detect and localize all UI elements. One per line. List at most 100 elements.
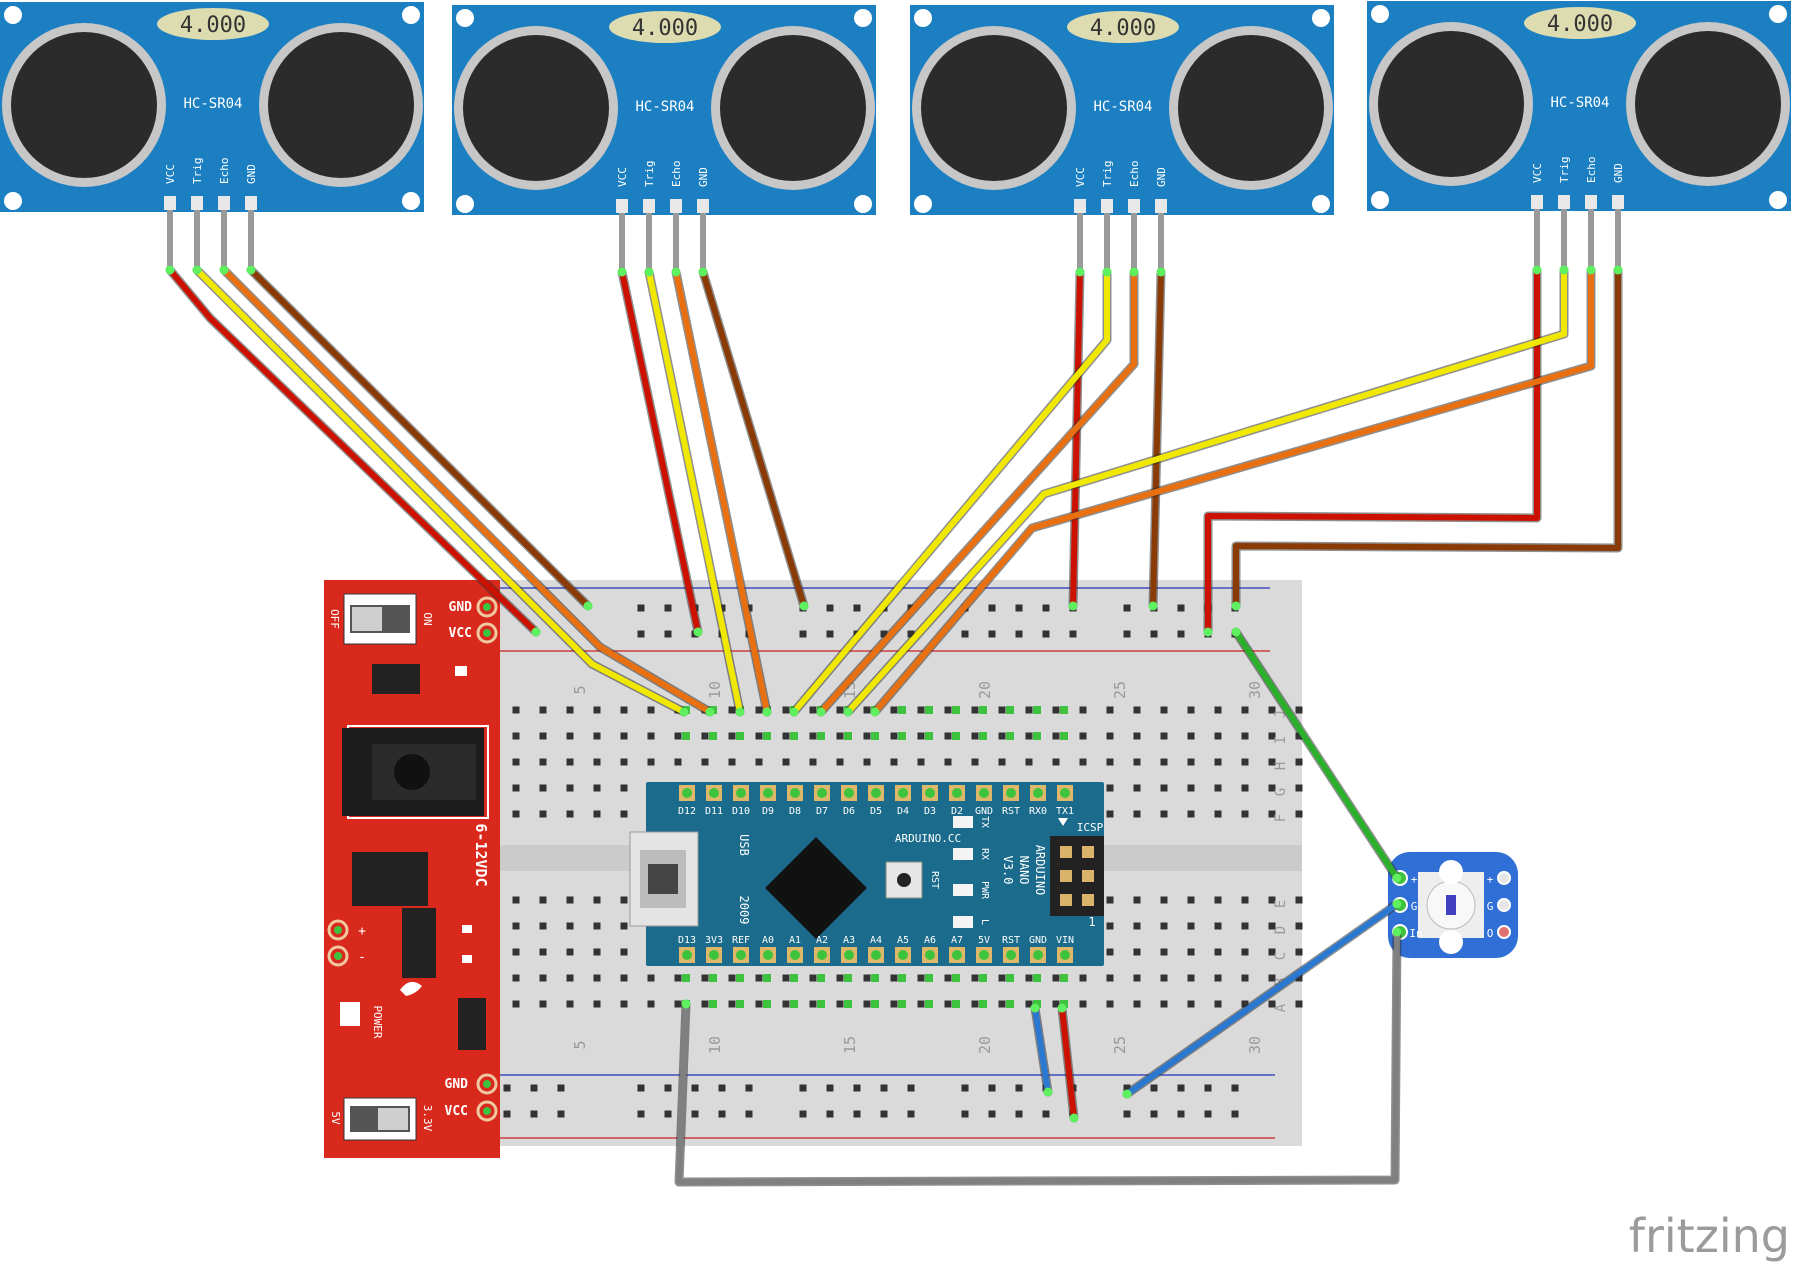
wire-endpoint[interactable] [1068,601,1078,611]
wire-endpoint[interactable] [870,707,880,717]
breadboard-hole-connected[interactable] [844,1000,852,1008]
breadboard-hole[interactable] [998,1000,1006,1008]
reset-button-cap[interactable] [897,873,911,887]
breadboard-hole[interactable] [728,974,736,982]
breadboard-hole[interactable] [890,732,898,740]
rail-hole[interactable] [907,630,915,638]
led-gnd-out-pin[interactable] [1497,898,1511,912]
wire[interactable] [1124,901,1400,1097]
breadboard-hole[interactable] [917,706,925,714]
breadboard-hole[interactable] [1160,758,1168,766]
breadboard-hole-connected[interactable] [736,732,744,740]
breadboard-hole[interactable] [593,974,601,982]
breadboard-hole[interactable] [1187,810,1195,818]
breadboard-hole-connected[interactable] [871,1000,879,1008]
rail-hole[interactable] [1204,1084,1212,1092]
breadboard-hole[interactable] [674,758,682,766]
sensor-pin-pad[interactable] [697,199,709,213]
breadboard-hole[interactable] [620,1000,628,1008]
breadboard-hole[interactable] [863,1000,871,1008]
breadboard-hole[interactable] [836,1000,844,1008]
breadboard-hole-connected[interactable] [790,732,798,740]
breadboard-hole-connected[interactable] [844,732,852,740]
rail-hole[interactable] [530,1084,538,1092]
breadboard-hole[interactable] [1106,706,1114,714]
breadboard-hole[interactable] [944,706,952,714]
breadboard-hole[interactable] [971,706,979,714]
rail-hole[interactable] [637,630,645,638]
breadboard-hole[interactable] [512,948,520,956]
breadboard-hole[interactable] [512,974,520,982]
breadboard-hole[interactable] [1295,948,1303,956]
top-vcc-pin[interactable] [476,622,498,644]
breadboard-hole-connected[interactable] [763,732,771,740]
breadboard-hole[interactable] [1268,896,1276,904]
wire-endpoint[interactable] [735,707,745,717]
rail-hole[interactable] [961,630,969,638]
breadboard-hole[interactable] [1187,758,1195,766]
wire-endpoint[interactable] [219,265,229,275]
breadboard-hole[interactable] [1268,758,1276,766]
breadboard-hole[interactable] [512,896,520,904]
breadboard-hole[interactable] [620,732,628,740]
breadboard-hole[interactable] [593,758,601,766]
breadboard-hole[interactable] [674,732,682,740]
wire-endpoint[interactable] [789,707,799,717]
breadboard-hole[interactable] [755,974,763,982]
wire[interactable] [872,267,1594,715]
rail-hole[interactable] [1123,1110,1131,1118]
wire-endpoint[interactable] [843,707,853,717]
breadboard-hole-connected[interactable] [898,1000,906,1008]
icsp-pin[interactable] [1060,894,1072,906]
rail-hole[interactable] [1177,630,1185,638]
rail-hole[interactable] [664,604,672,612]
breadboard-hole[interactable] [620,706,628,714]
breadboard-hole[interactable] [512,758,520,766]
breadboard-hole[interactable] [1106,896,1114,904]
sensor-pin-pad[interactable] [1074,199,1086,213]
breadboard-hole[interactable] [1268,922,1276,930]
breadboard-hole[interactable] [755,732,763,740]
rail-hole[interactable] [880,630,888,638]
rail-hole[interactable] [691,1084,699,1092]
breadboard-hole[interactable] [512,706,520,714]
breadboard-hole[interactable] [1268,974,1276,982]
breadboard-hole[interactable] [1133,706,1141,714]
rail-hole[interactable] [988,604,996,612]
breadboard-hole-connected[interactable] [1060,732,1068,740]
breadboard-hole[interactable] [863,732,871,740]
breadboard-hole-connected[interactable] [898,974,906,982]
breadboard-hole[interactable] [539,784,547,792]
wire-endpoint[interactable] [1532,265,1542,275]
breadboard-hole[interactable] [1241,948,1249,956]
breadboard-hole-connected[interactable] [790,974,798,982]
rail-hole[interactable] [530,1110,538,1118]
breadboard-hole[interactable] [782,1000,790,1008]
breadboard-hole-connected[interactable] [1060,974,1068,982]
breadboard-hole[interactable] [1079,706,1087,714]
wire-endpoint[interactable] [1043,1087,1053,1097]
wire[interactable] [167,267,539,635]
breadboard-hole[interactable] [1025,758,1033,766]
rail-hole[interactable] [1015,1084,1023,1092]
breadboard-hole[interactable] [728,758,736,766]
breadboard-hole[interactable] [809,758,817,766]
rail-hole[interactable] [1150,630,1158,638]
breadboard-hole[interactable] [1187,974,1195,982]
breadboard-hole[interactable] [566,1000,574,1008]
wire-endpoint[interactable] [698,267,708,277]
breadboard-hole[interactable] [1160,810,1168,818]
wire-endpoint[interactable] [1129,267,1139,277]
breadboard-hole[interactable] [566,784,574,792]
breadboard-hole[interactable] [539,810,547,818]
breadboard-hole[interactable] [998,732,1006,740]
breadboard-hole[interactable] [1052,706,1060,714]
breadboard-hole[interactable] [917,974,925,982]
breadboard-hole[interactable] [890,758,898,766]
breadboard-hole[interactable] [620,974,628,982]
breadboard-hole[interactable] [836,706,844,714]
breadboard-hole[interactable] [1106,810,1114,818]
breadboard-hole[interactable] [1133,922,1141,930]
wire-endpoint[interactable] [799,601,809,611]
breadboard-hole[interactable] [620,922,628,930]
